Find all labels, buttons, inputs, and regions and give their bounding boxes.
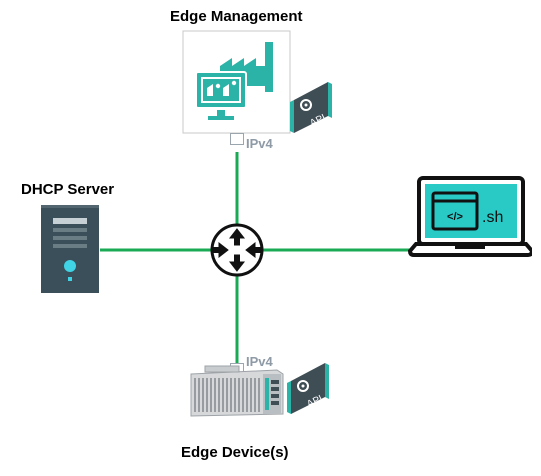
code-glyph: </> [447, 211, 463, 223]
edge-devices-label: Edge Device(s) [181, 444, 289, 461]
edge-management-icon[interactable]: API [182, 30, 352, 152]
api-badge-icon: API [290, 82, 332, 133]
port-top [230, 133, 244, 145]
edge-device-icon[interactable]: API [187, 356, 337, 418]
port-bottom-label: IPv4 [246, 354, 273, 369]
laptop-screen-text: .sh [482, 209, 503, 226]
api-badge-icon: API [287, 363, 329, 414]
router-icon [210, 223, 264, 277]
laptop-icon[interactable]: </> .sh [407, 175, 532, 270]
dhcp-server-icon[interactable] [41, 205, 101, 295]
port-top-label: IPv4 [246, 136, 273, 151]
edge-management-label: Edge Management [170, 8, 303, 25]
dhcp-server-label: DHCP Server [21, 181, 115, 198]
